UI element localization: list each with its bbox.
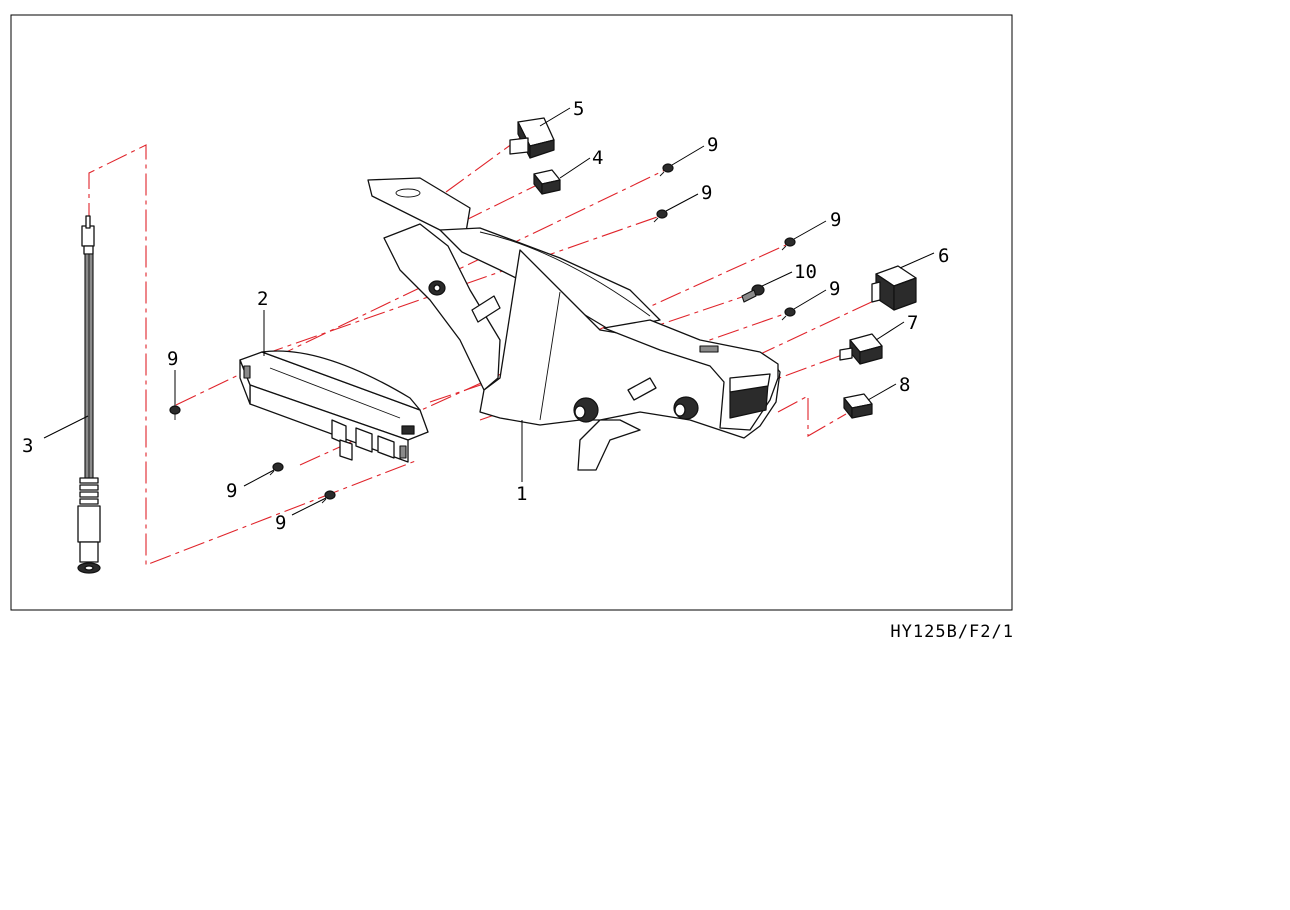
screw [169,405,181,420]
screw [321,490,336,504]
callout-9-c: 9 [830,209,841,231]
meter-assembly [239,350,429,463]
callout-9-f: 9 [226,480,237,502]
switch-part-5 [509,117,555,159]
callout-labels: 1 2 3 4 5 6 7 8 9 9 9 9 9 9 9 10 [22,98,949,534]
callout-6: 6 [938,245,949,267]
callout-9-a: 9 [707,134,718,156]
callout-5: 5 [573,98,584,120]
speedometer-cable [77,215,101,574]
switch-part-4 [533,169,561,195]
callout-4: 4 [592,147,603,169]
drawing-code: HY125B/F2/1 [890,622,1014,642]
callout-2: 2 [257,288,268,310]
callout-7: 7 [907,312,918,334]
bolt-part-10 [741,284,765,303]
callout-9-d: 9 [829,278,840,300]
callout-10: 10 [794,261,817,283]
callout-9-b: 9 [701,182,712,204]
screw [269,462,284,476]
callout-9-e: 9 [167,348,178,370]
callout-3: 3 [22,435,33,457]
screw [653,209,668,223]
switch-part-8 [843,393,873,419]
screw [781,307,796,321]
screw [781,237,796,251]
leader-lines [43,107,935,516]
screw [659,163,674,177]
callout-9-g: 9 [275,512,286,534]
front-handle-cover [367,177,781,471]
diagram-frame [10,14,1013,611]
callout-8: 8 [899,374,910,396]
switch-part-7 [839,333,883,365]
switch-part-6 [871,265,917,311]
callout-1: 1 [516,483,527,505]
